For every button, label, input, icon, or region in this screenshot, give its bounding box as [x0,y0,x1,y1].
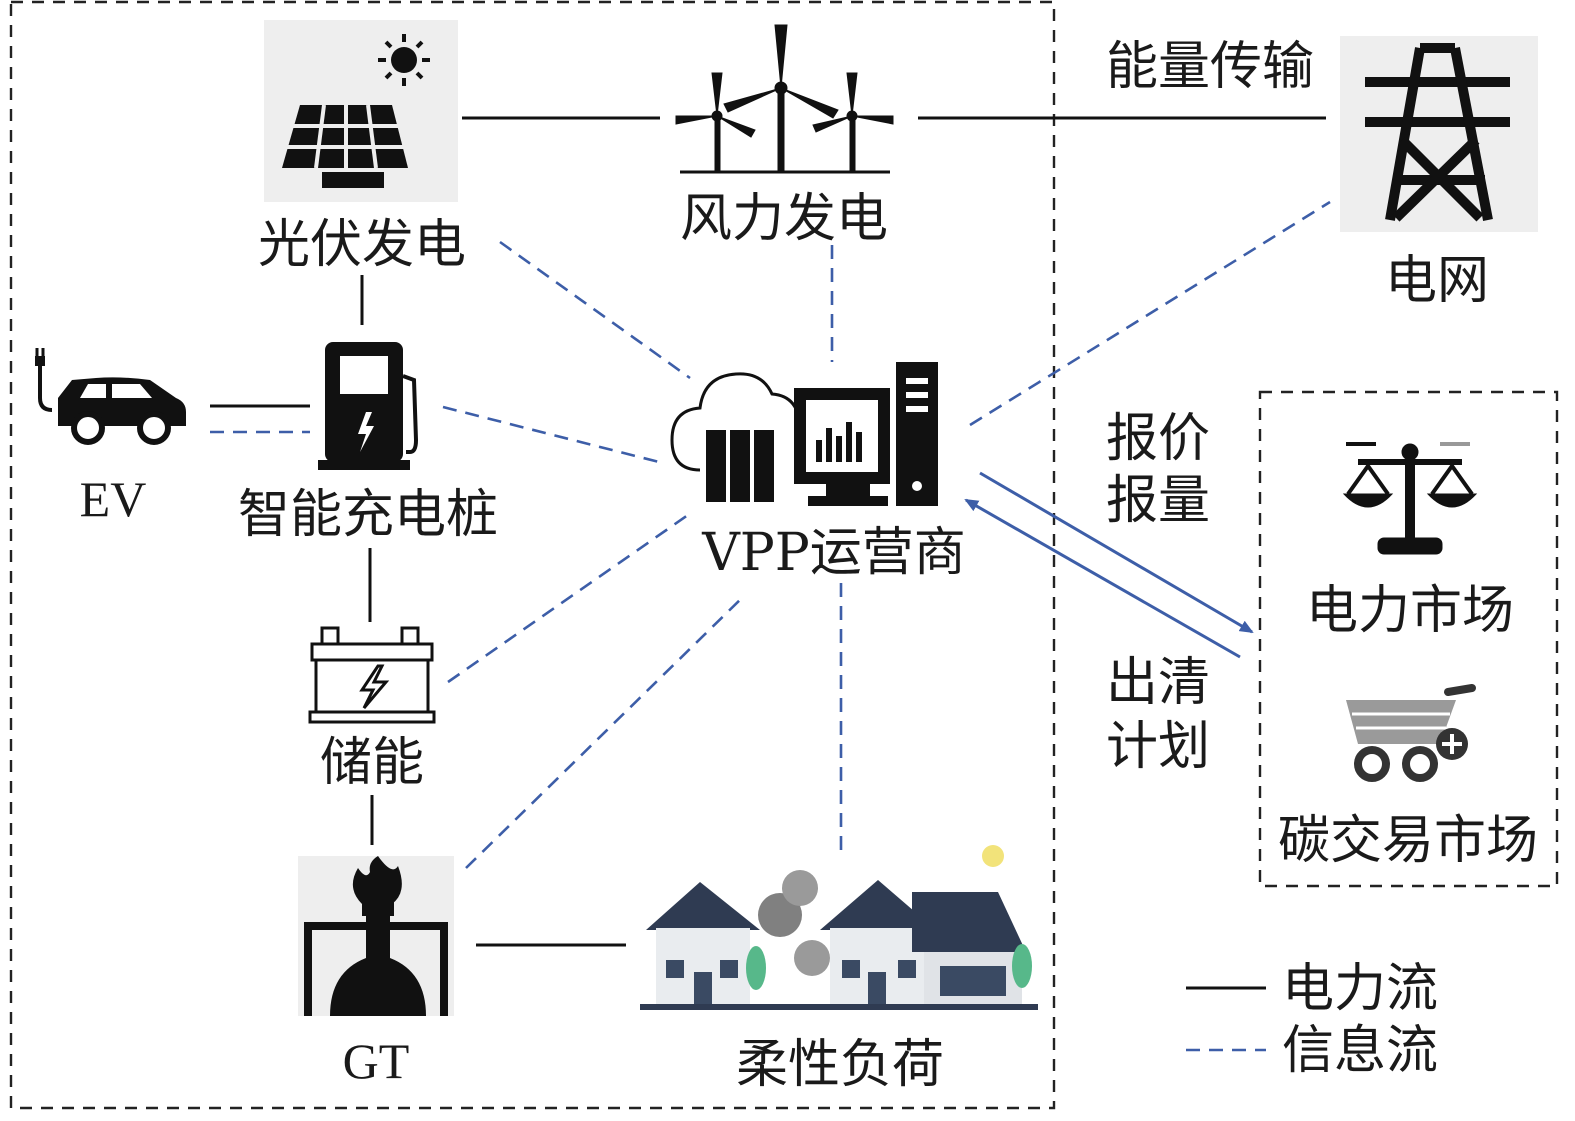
arrow-bid-to-market [979,471,1254,634]
node-label-storage: 储能 [320,733,424,793]
solar-panel-icon [264,20,458,202]
edge-label-energy-transfer: 能量传输 [1106,37,1314,97]
node-label-pv: 光伏发电 [258,215,466,275]
info-line-gt-vpp [465,594,746,869]
charging-station-icon [318,342,419,470]
info-line-charger-vpp [442,405,664,465]
houses-icon [640,845,1038,1010]
legend-label-info-flow: 信息流 [1282,1021,1438,1081]
node-label-vpp: VPP运营商 [701,523,966,583]
info-line-pv-vpp [499,240,691,380]
edge-label-clearing-line1: 出清 [1106,653,1210,713]
battery-icon [308,626,436,724]
legend-label-power-flow: 电力流 [1282,959,1438,1019]
node-label-ev: EV [80,471,147,527]
node-label-wind: 风力发电 [680,189,888,249]
transmission-tower-icon [1340,36,1538,232]
info-line-grid-vpp [969,200,1331,427]
arrow-clearing-to-vpp [964,498,1241,659]
node-label-grid: 电网 [1385,251,1489,311]
electric-car-icon [35,348,186,445]
market-boundary-frame [1258,390,1559,888]
node-label-gt: GT [343,1033,410,1089]
gas-turbine-icon [298,856,454,1016]
balance-scale-icon [1342,442,1478,555]
wind-turbine-icon [675,24,894,174]
edge-label-bid-line2: 报量 [1106,471,1210,531]
cart-icon [1346,684,1476,782]
node-label-carbon-market: 碳交易市场 [1278,811,1538,871]
node-label-power-market: 电力市场 [1306,581,1514,641]
edge-label-clearing-line2: 计划 [1106,717,1210,777]
node-label-charger: 智能充电桩 [238,485,498,545]
node-label-flexible-load: 柔性负荷 [736,1035,944,1095]
edge-label-bid-line1: 报价 [1106,409,1210,469]
info-line-storage-vpp [447,513,689,684]
cloud-server-icon [670,362,938,506]
legend: 电力流 信息流 [1186,959,1438,1081]
vpp-boundary-frame [9,0,1056,1110]
